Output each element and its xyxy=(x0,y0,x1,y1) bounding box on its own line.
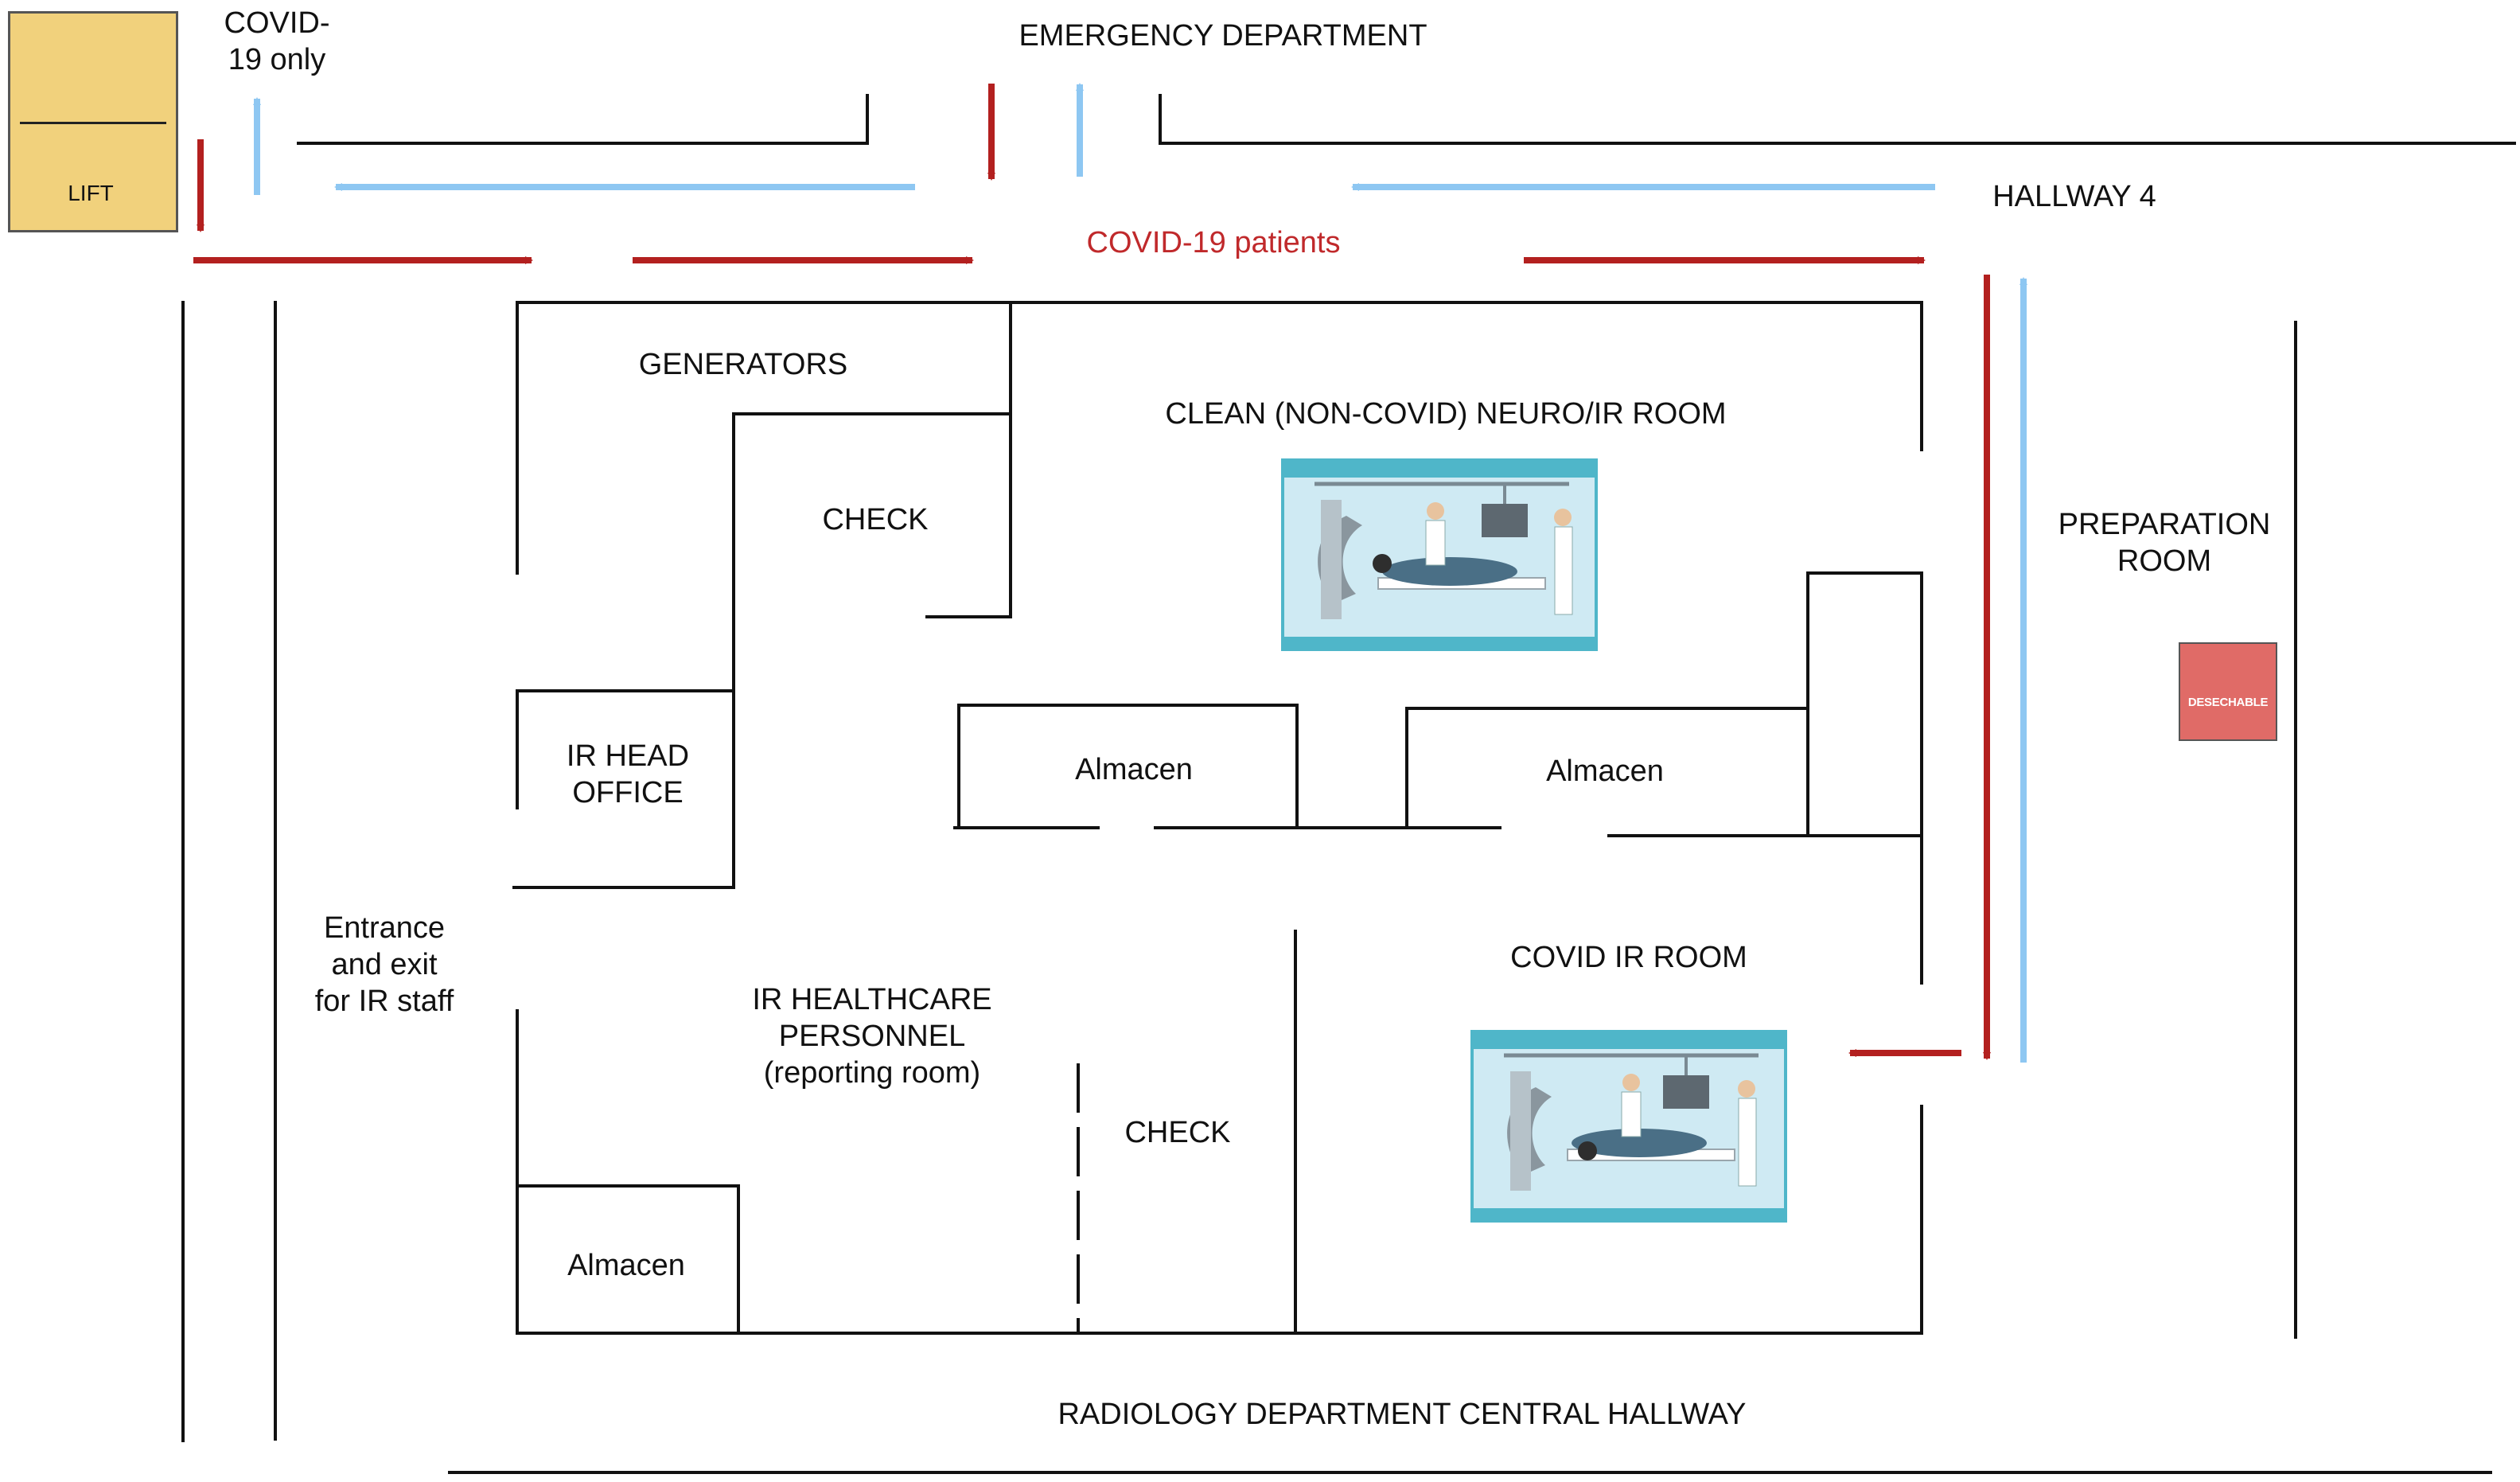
covid-ir-room-label: COVID IR ROOM xyxy=(1510,941,1747,974)
clean-flow-arrows xyxy=(253,83,2027,1063)
clean-room-label: CLEAN (NON-COVID) NEURO/IR ROOM xyxy=(1165,397,1727,431)
lift-box xyxy=(8,11,178,232)
ir-block-bottom xyxy=(516,1009,1923,1335)
almacen-bottom-label: Almacen xyxy=(567,1249,685,1282)
check-upper-label: CHECK xyxy=(822,503,929,536)
check-upper-wall xyxy=(732,412,1012,889)
ir-head-office-label: IR HEAD OFFICE xyxy=(566,739,690,809)
almacen-center-label: Almacen xyxy=(1075,753,1193,786)
almacen-right-box xyxy=(1405,707,1809,829)
hallway-4-label: HALLWAY 4 xyxy=(1992,180,2156,213)
clean-room-illustration xyxy=(1281,458,1598,651)
lift-divider xyxy=(20,122,166,124)
covid-only-label: COVID- 19 only xyxy=(224,6,330,76)
desechable-bin xyxy=(2179,642,2277,741)
ir-block-top xyxy=(516,301,1923,575)
desechable-label: DESECHABLE xyxy=(2187,696,2269,709)
covid-room-illustration xyxy=(1470,1030,1787,1223)
covid-flow-arrows xyxy=(193,84,1991,1060)
ed-wall-right xyxy=(1159,94,2516,145)
ed-wall-left xyxy=(297,94,869,145)
generators-label: GENERATORS xyxy=(638,348,848,381)
ir-healthcare-label: IR HEALTHCARE PERSONNEL (reporting room) xyxy=(752,983,992,1090)
entrance-exit-label: Entrance and exit for IR staff xyxy=(314,911,454,1018)
central-hallway-label: RADIOLOGY DEPARTMENT CENTRAL HALLWAY xyxy=(1057,1398,1747,1431)
almacen-bottom-box xyxy=(516,1184,740,1335)
preparation-room-label: PREPARATION ROOM xyxy=(2058,508,2271,578)
covid-patients-label: COVID-19 patients xyxy=(1086,226,1341,259)
emergency-department-label: EMERGENCY DEPARTMENT xyxy=(1019,19,1427,53)
almacen-center-box xyxy=(957,704,1299,829)
ir-block-right-notch xyxy=(1806,571,1923,837)
lift-label: LIFT xyxy=(68,181,114,205)
check-lower-label: CHECK xyxy=(1124,1116,1231,1149)
almacen-right-label: Almacen xyxy=(1546,755,1664,788)
walls xyxy=(181,94,2516,1474)
